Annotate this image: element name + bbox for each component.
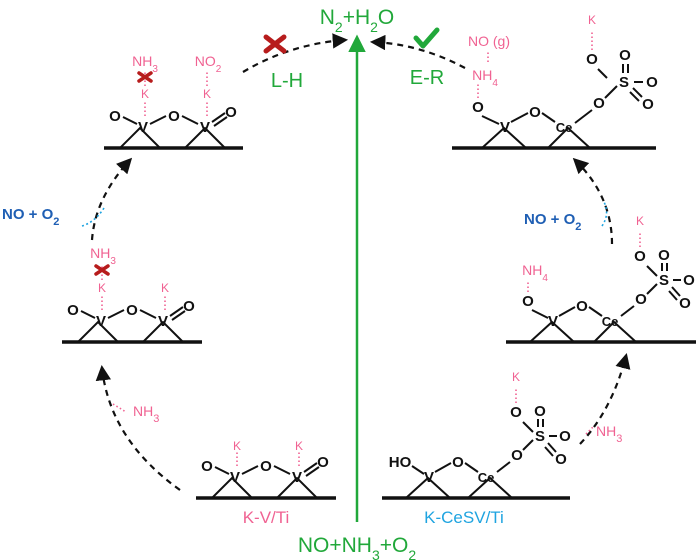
catalyst-label-left: K-V/Ti [243,508,290,527]
structure-top-left: V V O O O K K NH3 NO2 [104,53,243,150]
svg-text:NO (g): NO (g) [468,33,510,49]
product-label: N2+H2O [320,6,395,35]
svg-text:O: O [260,458,272,475]
svg-text:O: O [576,298,588,315]
svg-text:K: K [141,87,149,101]
svg-text:O: O [225,104,237,121]
svg-text:O: O [67,302,79,319]
right-arrow-lower [579,353,631,445]
er-label: E-R [410,67,444,89]
svg-text:K: K [295,439,303,453]
nh3-feed-right: NH3 [596,423,622,445]
structure-k-cesv-ti: V Ce O HO O S O O O O K K-CeSV/Ti [382,370,571,527]
nh3-feed-left: NH3 [133,403,159,425]
svg-text:NH4: NH4 [472,67,498,89]
structure-mid-left: V V O O O K K NH3 [62,245,202,344]
svg-text:V: V [230,469,240,486]
svg-text:HO: HO [389,454,412,471]
svg-text:K: K [161,281,169,295]
svg-text:O: O [168,108,180,125]
er-arrow [369,34,466,69]
no-o2-feed-right: NO + O2 [524,211,581,233]
svg-text:V: V [158,313,168,330]
reactant-label: NO+NH3+O2 [298,534,417,560]
lh-arrow [242,33,349,73]
svg-text:V: V [548,313,558,330]
svg-text:O: O [555,451,567,468]
svg-text:S: S [619,74,629,91]
svg-text:O: O [511,447,523,464]
svg-text:O: O [593,95,605,112]
structure-top-right: V Ce O O O S O O O O K NH4 NO (g) [452,13,658,150]
svg-text:Ce: Ce [556,120,573,135]
svg-text:K: K [203,87,211,101]
svg-text:NO2: NO2 [195,53,222,75]
svg-text:O: O [642,96,654,113]
right-arrow-upper [572,157,614,245]
svg-text:K: K [233,439,241,453]
lh-cross-icon [263,34,287,54]
left-arrow-lower [95,364,181,491]
svg-text:K: K [636,214,644,228]
svg-text:S: S [659,272,669,289]
er-check-icon [413,27,440,49]
svg-text:O: O [472,99,484,116]
svg-text:Ce: Ce [478,470,495,485]
svg-text:O: O [126,302,138,319]
svg-text:O: O [183,298,195,315]
svg-text:V: V [424,469,434,486]
svg-text:O: O [317,454,329,471]
svg-text:O: O [619,47,631,64]
svg-text:O: O [201,458,213,475]
svg-text:V: V [200,119,210,136]
structure-mid-right: V Ce O O O S O O O O K NH4 [506,214,696,344]
svg-text:O: O [635,291,647,308]
svg-text:K: K [98,281,106,295]
svg-text:S: S [535,428,545,445]
svg-text:O: O [510,404,522,421]
nh3-blocked-cross-icon-2 [94,264,110,276]
svg-text:O: O [679,295,691,312]
svg-text:O: O [646,74,658,91]
no-o2-feed-left: NO + O2 [2,206,59,228]
svg-text:O: O [109,108,121,125]
svg-text:V: V [500,119,510,136]
svg-text:V: V [292,469,302,486]
svg-text:V: V [138,119,148,136]
lh-label: L-H [271,70,303,92]
nh3-blocked-cross-icon [137,71,153,83]
svg-text:K: K [512,370,520,384]
left-arrow-upper [90,157,133,241]
svg-text:NH4: NH4 [522,262,548,284]
svg-text:O: O [452,454,464,471]
svg-text:O: O [559,428,571,445]
svg-text:O: O [522,293,534,310]
svg-text:Ce: Ce [602,314,619,329]
svg-text:O: O [529,104,541,121]
svg-text:O: O [658,247,670,264]
svg-text:O: O [683,272,695,289]
structure-k-v-ti: V V O O O K K K-V/Ti [196,439,336,527]
svg-text:O: O [586,51,598,68]
svg-text:NH3: NH3 [132,53,158,75]
svg-text:O: O [534,403,546,420]
svg-text:V: V [96,313,106,330]
catalyst-label-right: K-CeSV/Ti [424,508,504,527]
svg-text:NH3: NH3 [90,245,116,267]
svg-text:K: K [588,13,596,27]
svg-text:O: O [634,248,646,265]
